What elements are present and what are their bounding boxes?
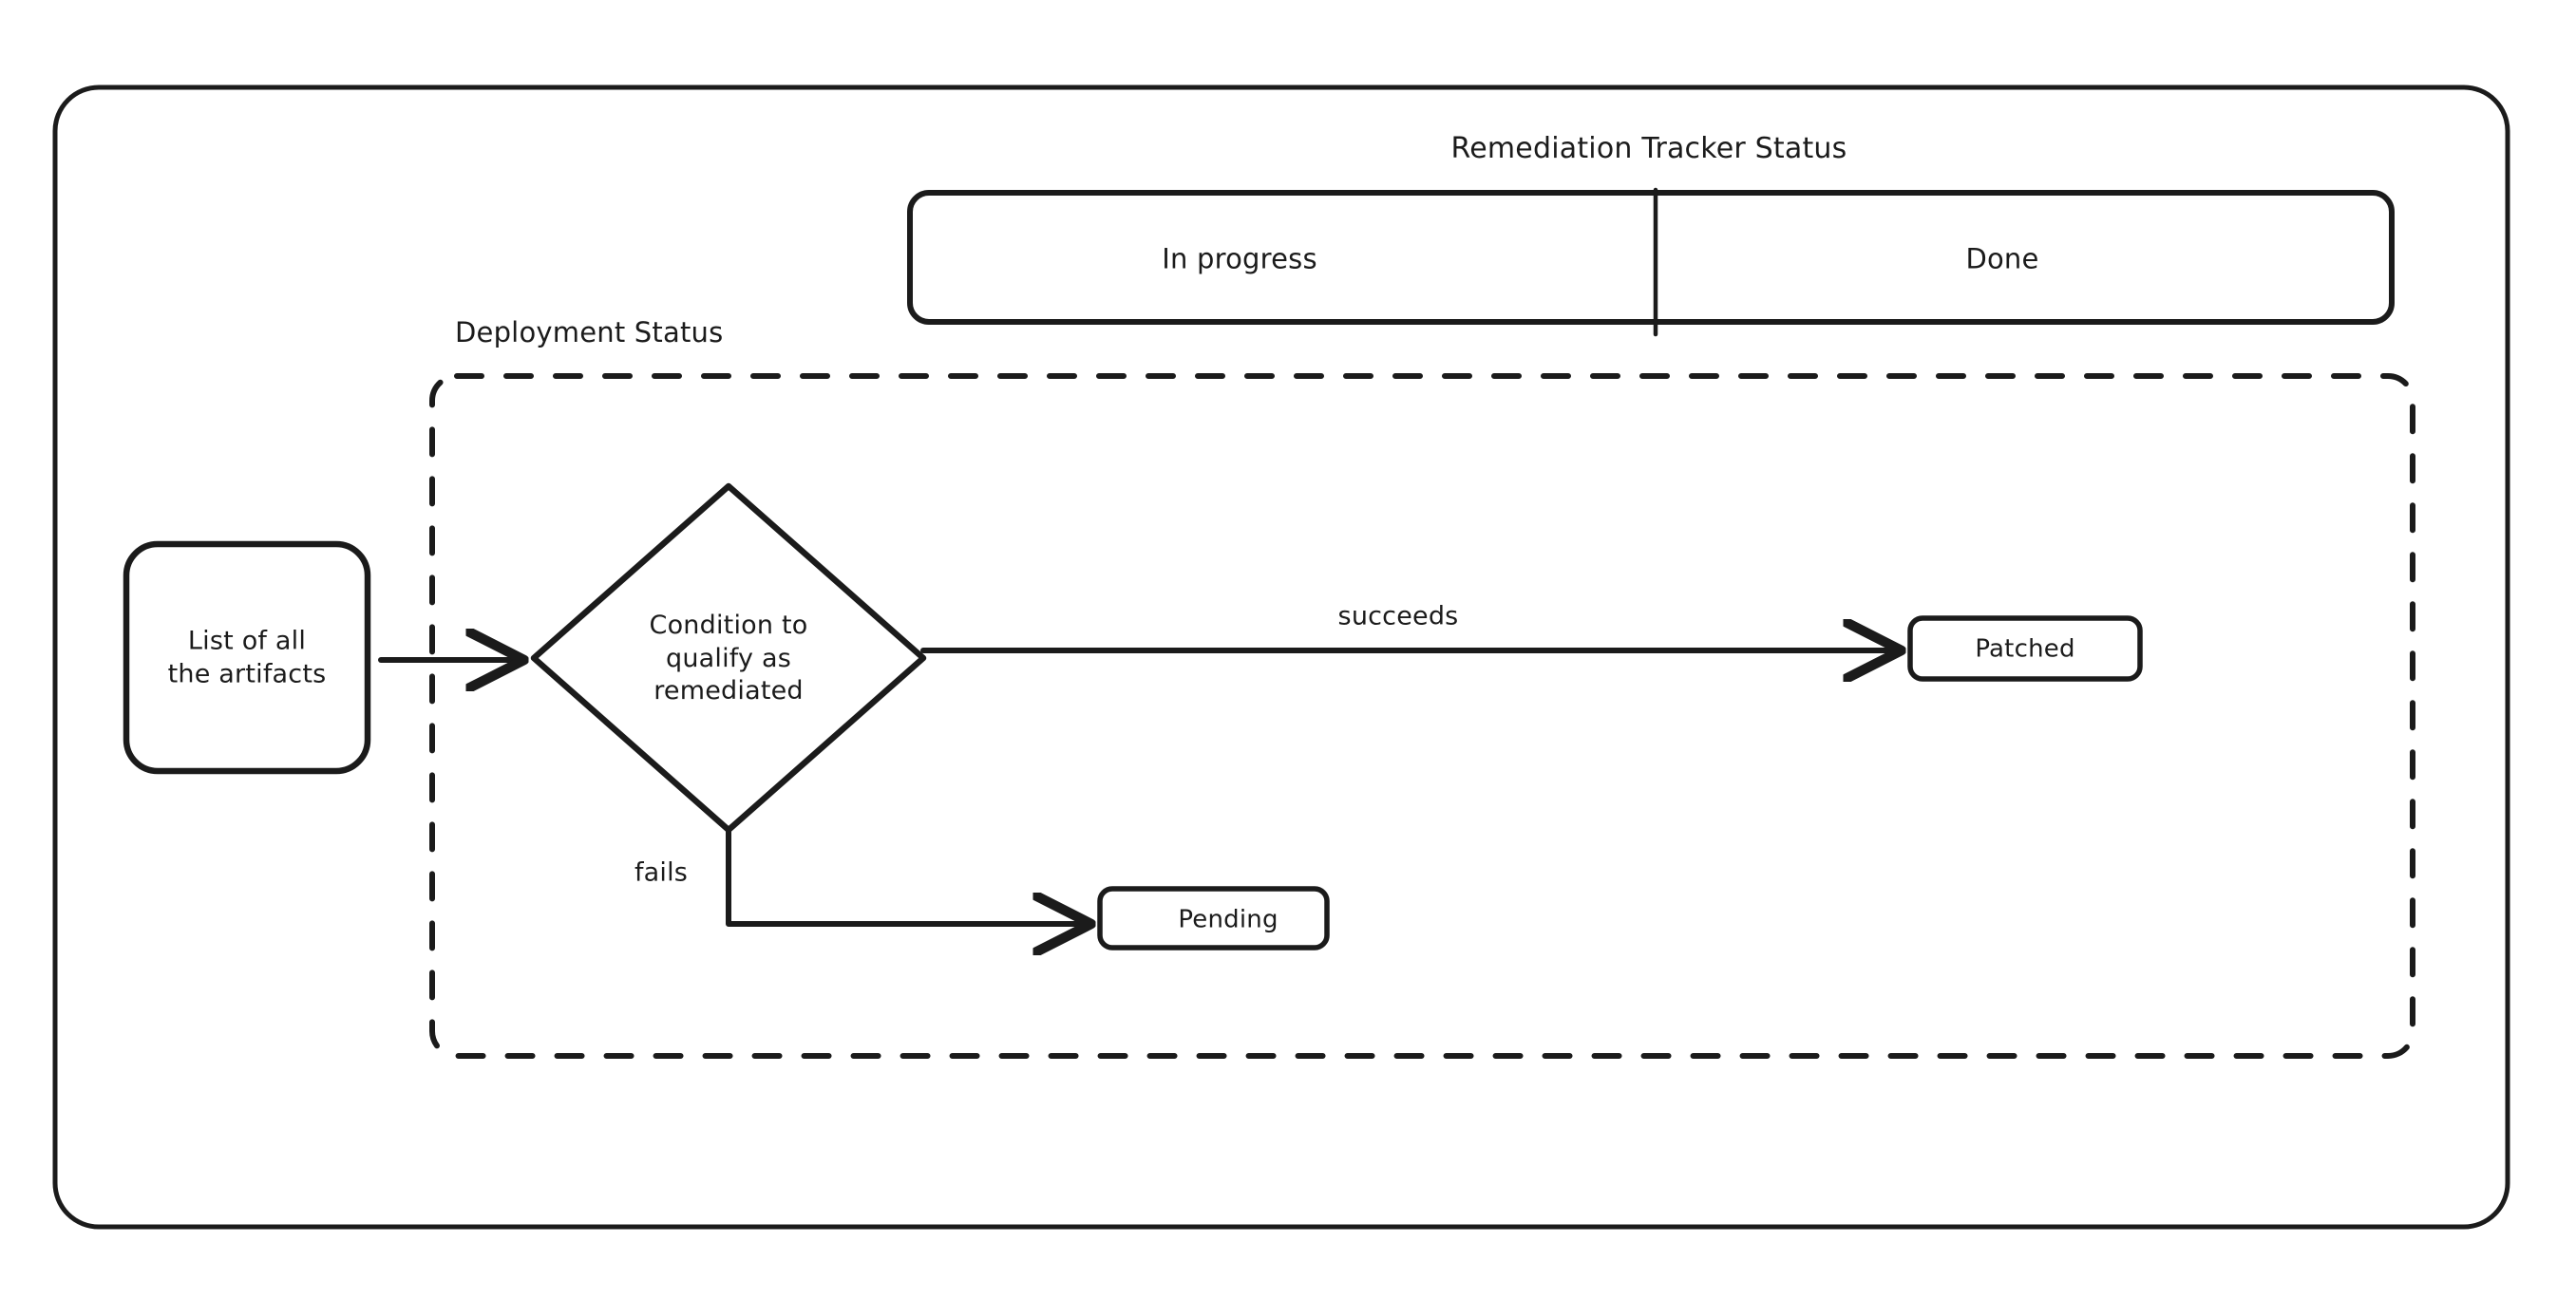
swimlane-container [907, 190, 2395, 325]
node-pending-shape[interactable] [1097, 886, 1330, 951]
edge-label-fails: fails [634, 857, 689, 888]
node-pending-label: Pending [1178, 905, 1279, 934]
edge-label-succeeds: succeeds [1337, 601, 1459, 631]
node-patched-label: Patched [1975, 634, 2075, 664]
node-condition-label: Condition to qualify as remediated [650, 610, 808, 708]
node-patched-shape[interactable] [1907, 615, 2143, 682]
edge-condition-to-pending [726, 827, 1088, 924]
outer-frame [52, 85, 2510, 1230]
deployment-status-group-border [429, 373, 2415, 1059]
lane-label-in-progress: In progress [1162, 242, 1317, 275]
node-artifacts-label-line2: the artifacts [167, 659, 327, 688]
lane-label-done: Done [1965, 242, 2039, 275]
node-condition-label-line3: remediated [653, 676, 804, 706]
node-artifacts-shape[interactable] [123, 540, 371, 775]
node-condition-label-line2: qualify as [665, 643, 791, 673]
node-artifacts-label: List of all the artifacts [168, 625, 327, 690]
node-artifacts-label-line1: List of all [187, 626, 307, 656]
group-label-deployment-status: Deployment Status [455, 316, 724, 348]
swimlane-title: Remediation Tracker Status [1450, 131, 1847, 165]
node-condition-label-line1: Condition to [649, 611, 808, 641]
